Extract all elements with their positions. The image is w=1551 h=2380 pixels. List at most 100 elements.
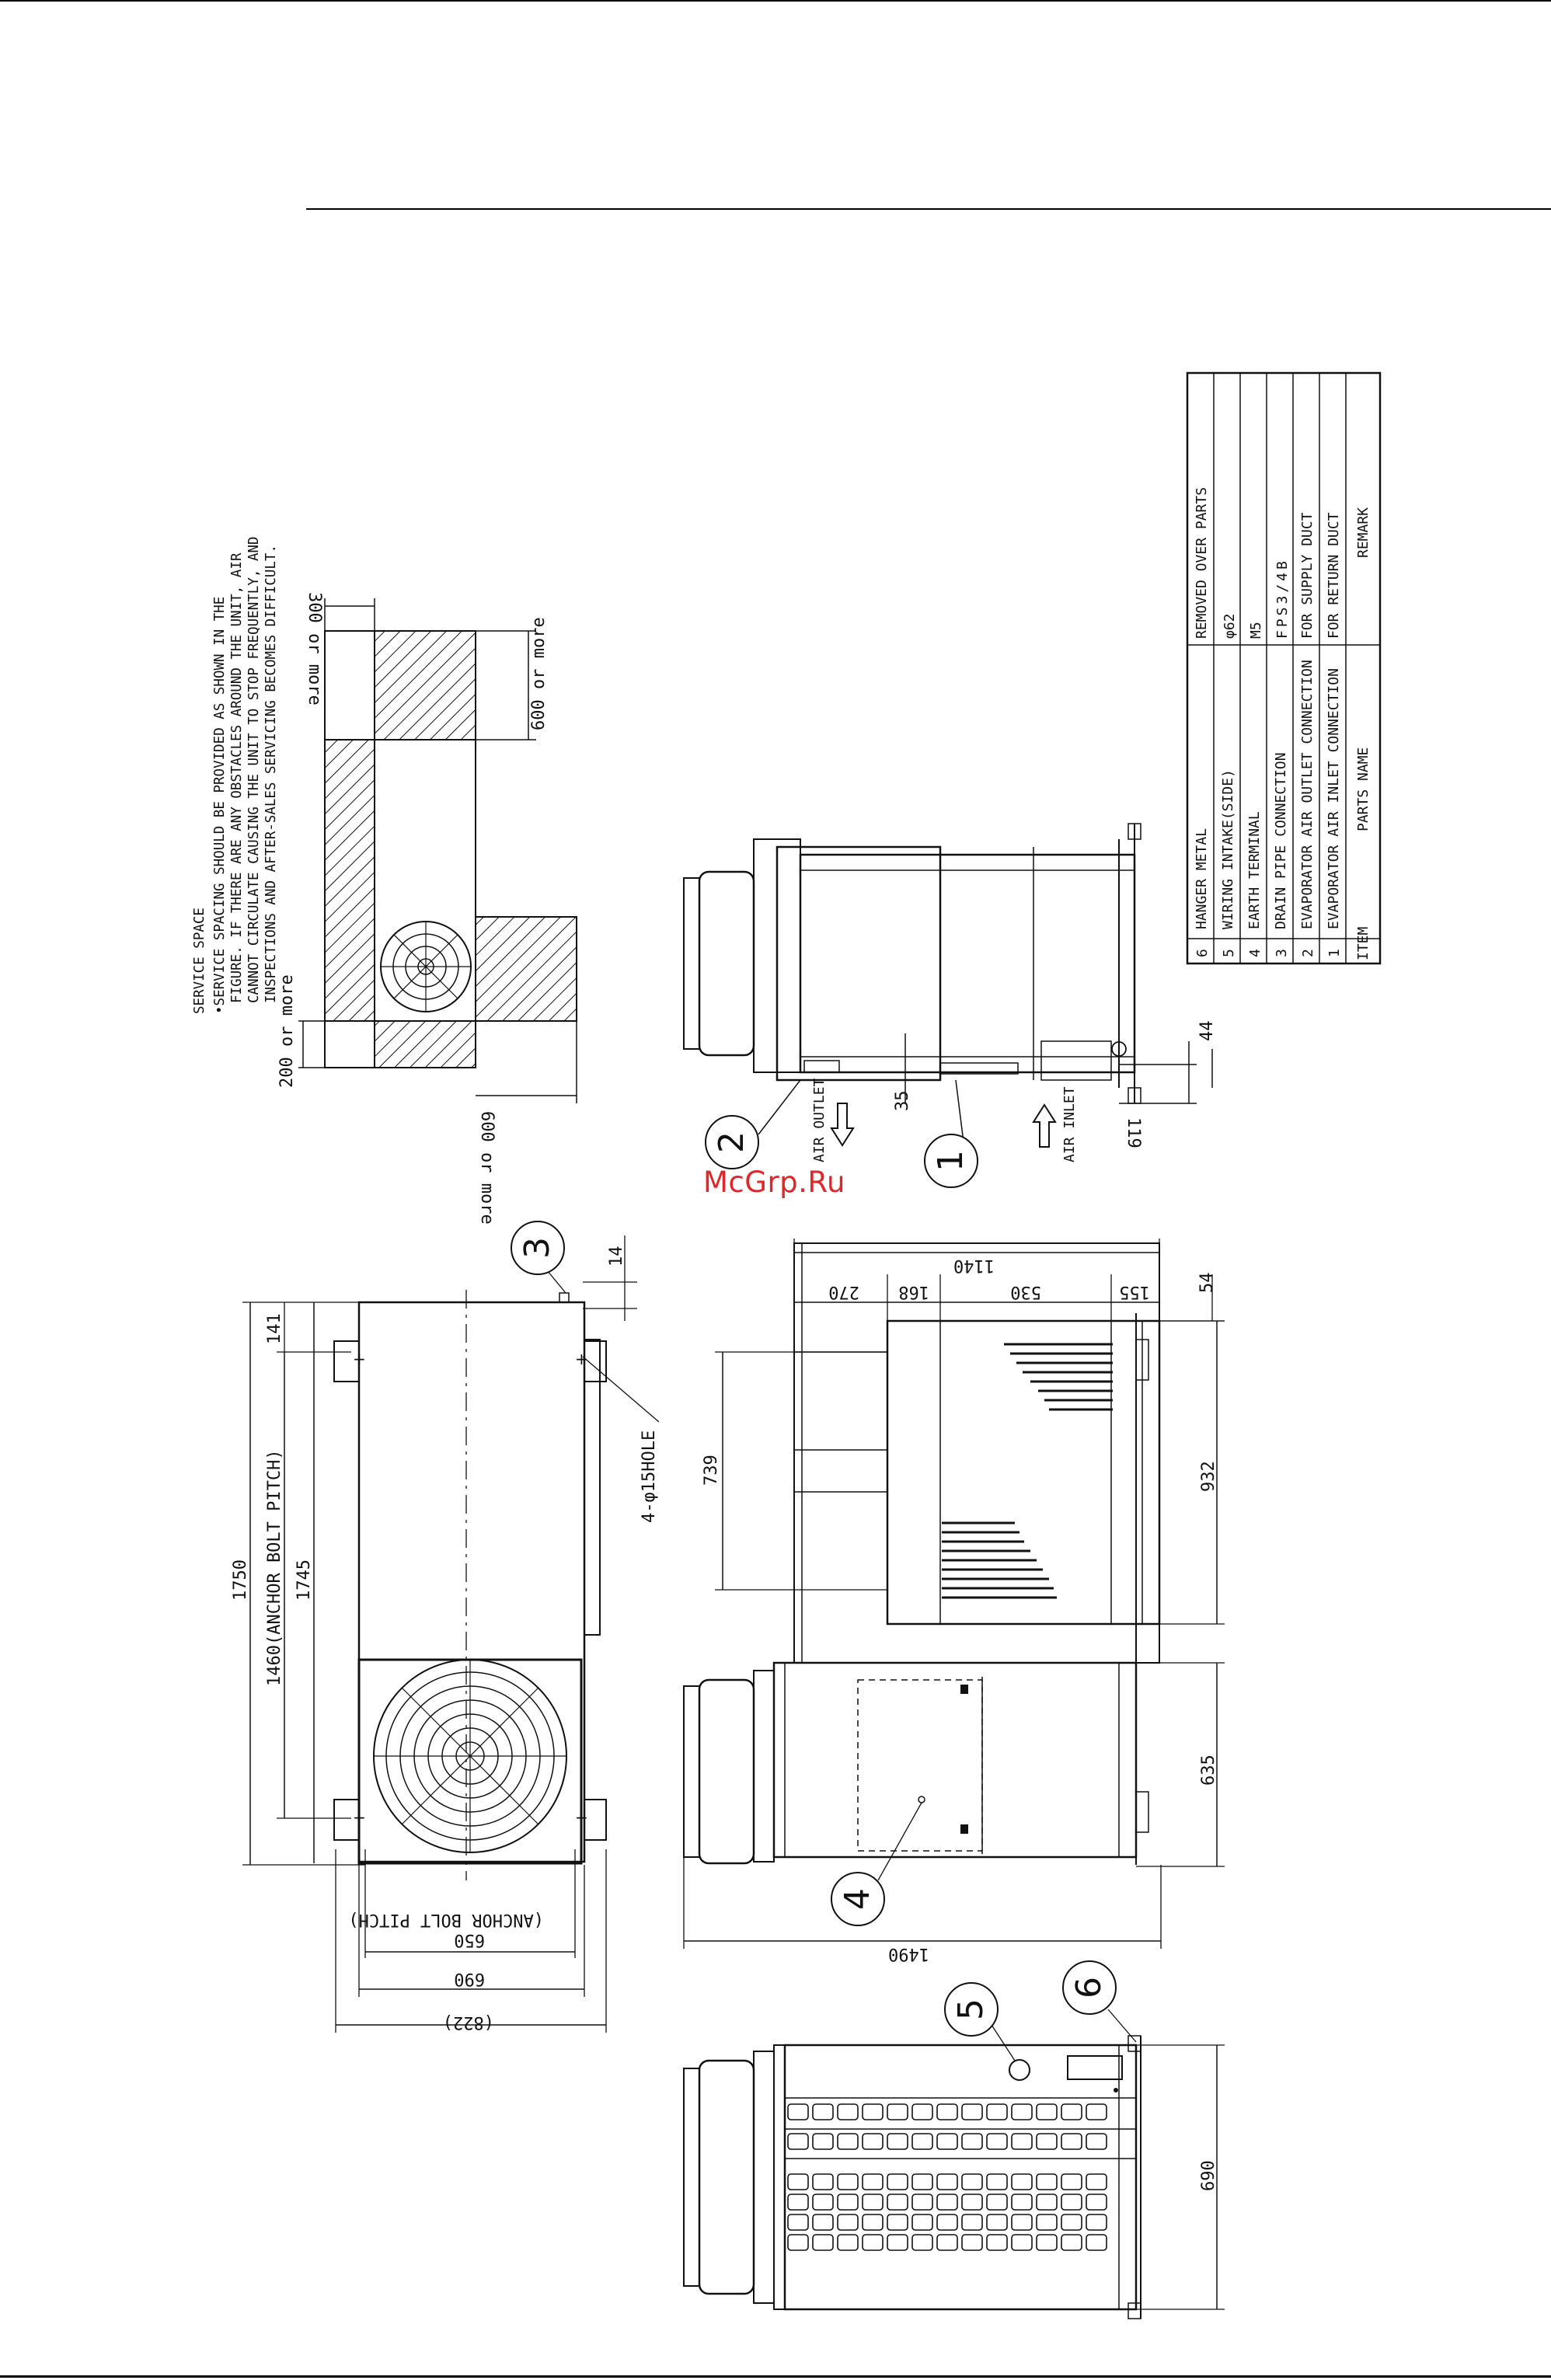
table-name-4: EARTH TERMINAL	[1246, 811, 1263, 929]
coil-fins-lower	[942, 1521, 1057, 1599]
dim-270: 270	[828, 1282, 859, 1302]
dim-1140: 1140	[953, 1256, 995, 1275]
grille-cell	[837, 2234, 859, 2251]
grille-cell	[887, 2234, 908, 2251]
air-inlet-arrow	[1032, 1103, 1057, 1148]
dim-650: 650	[454, 1930, 485, 1950]
grille-cell	[887, 2133, 908, 2150]
dim-141: 141	[265, 1313, 284, 1344]
grille-cell	[911, 2103, 933, 2120]
air-outlet-arrow	[830, 1103, 855, 1147]
table-item-5: 5	[1221, 949, 1237, 957]
dim-168: 168	[898, 1282, 929, 1302]
header-rule	[306, 208, 1551, 210]
callout-5: 5	[951, 1998, 991, 2020]
table-remark-2: FOR SUPPLY DUCT	[1299, 512, 1316, 639]
dim-932: 932	[1199, 1461, 1218, 1492]
service-note-line-2: FIGURE. IF THERE ARE ANY OBSTACLES AROUN…	[229, 552, 245, 1003]
grille-cell	[787, 2234, 809, 2251]
grille-cell	[1011, 2103, 1033, 2120]
grille-cell	[1036, 2133, 1058, 2150]
grille-cell	[936, 2214, 958, 2231]
grille-cell	[961, 2234, 983, 2251]
grille-cell	[837, 2173, 859, 2190]
grille-cell	[812, 2234, 834, 2251]
service-note-line-4: INSPECTIONS AND AFTER-SALES SERVICING BE…	[263, 545, 279, 1003]
table-remark-1: FOR RETURN DUCT	[1326, 512, 1342, 639]
grille-cell	[986, 2133, 1008, 2150]
grille-cell	[911, 2194, 933, 2211]
grille-cell	[862, 2133, 884, 2150]
grille-cell	[837, 2214, 859, 2231]
svg-text:+: +	[353, 1808, 366, 1827]
dim-690-end: 690	[1199, 2160, 1218, 2191]
grille-cell	[1011, 2194, 1033, 2211]
grille-cell	[1061, 2194, 1082, 2211]
grille-cell	[887, 2173, 908, 2190]
grille-cell	[812, 2214, 834, 2231]
grille-cell	[961, 2214, 983, 2231]
callout-2-circle	[705, 1115, 759, 1169]
service-dim-right: 600 or more	[529, 617, 549, 730]
grille-cell	[911, 2234, 933, 2251]
table-remark-5: φ62	[1222, 613, 1238, 639]
watermark: McGrp.Ru	[703, 1166, 845, 1199]
grille-cell	[1036, 2214, 1058, 2231]
bottom-border-line	[0, 2375, 1551, 2378]
grille-cell	[1086, 2173, 1107, 2190]
grille-cell	[1036, 2234, 1058, 2251]
grille-cell	[862, 2234, 884, 2251]
grille-cell	[961, 2133, 983, 2150]
grille-cell	[936, 2133, 958, 2150]
dim-1745: 1745	[295, 1559, 314, 1601]
grille-cell	[1086, 2103, 1107, 2120]
grille-cell	[986, 2214, 1008, 2231]
callout-6: 6	[1069, 1977, 1109, 1998]
grille-cell	[1036, 2194, 1058, 2211]
grille-cell	[911, 2173, 933, 2190]
callout-1-circle	[924, 1134, 978, 1188]
grille-cell	[1086, 2194, 1107, 2211]
grille-cell	[862, 2214, 884, 2231]
grille-cell	[1061, 2234, 1082, 2251]
table-name-1: EVAPORATOR AIR INLET CONNECTION	[1326, 668, 1342, 929]
grille-cell	[887, 2214, 908, 2231]
dim-690-top: 690	[454, 1969, 485, 1988]
table-header-name: PARTS NAME	[1355, 747, 1372, 831]
grille-cell	[837, 2103, 859, 2120]
grille-cell	[787, 2194, 809, 2211]
grille-cell	[1061, 2133, 1082, 2150]
service-space-title: SERVICE SPACE	[192, 908, 207, 1014]
service-note-line-1: •SERVICE SPACING SHOULD BE PROVIDED AS S…	[212, 597, 228, 1014]
grille-cell	[1086, 2234, 1107, 2251]
dim-54: 54	[1197, 1273, 1217, 1294]
grille-cell	[1011, 2234, 1033, 2251]
grille-cell	[887, 2194, 908, 2211]
table-item-1: 1	[1326, 949, 1343, 957]
dim-635: 635	[1199, 1755, 1218, 1786]
service-dim-left: 200 or more	[277, 974, 297, 1088]
grille-cell	[1061, 2214, 1082, 2231]
table-name-5: WIRING INTAKE(SIDE)	[1220, 769, 1236, 929]
table-remark-4: M5	[1248, 622, 1264, 639]
top-view: + + + + 1750 1460(ANCHOR BOLT PITCH) 174…	[231, 1221, 660, 2033]
grille-cell	[787, 2133, 809, 2150]
grille-cell	[887, 2103, 908, 2120]
grille-cell	[911, 2133, 933, 2150]
dim-739: 739	[702, 1455, 721, 1486]
grille-cell	[787, 2103, 809, 2120]
parts-table: 6 HANGER METAL REMOVED OVER PARTS 5 WIRI…	[1186, 371, 1382, 965]
dim-1460: 1460(ANCHOR BOLT PITCH)	[265, 1449, 284, 1686]
dim-119: 119	[1124, 1117, 1143, 1148]
air-inlet-label: AIR INLET	[1061, 1086, 1078, 1162]
side-view: 35 44 119 AIR OUTLET AIR INLET 2 1	[683, 823, 1217, 1188]
grille-cell	[837, 2194, 859, 2211]
table-header-remark: REMARK	[1355, 507, 1372, 558]
callout-5-circle	[944, 1982, 999, 2037]
grille-cell	[837, 2133, 859, 2150]
dim-530: 530	[1010, 1282, 1041, 1302]
dim-650-note: (ANCHOR BOLT PITCH)	[348, 1910, 544, 1929]
grille-cell	[936, 2194, 958, 2211]
